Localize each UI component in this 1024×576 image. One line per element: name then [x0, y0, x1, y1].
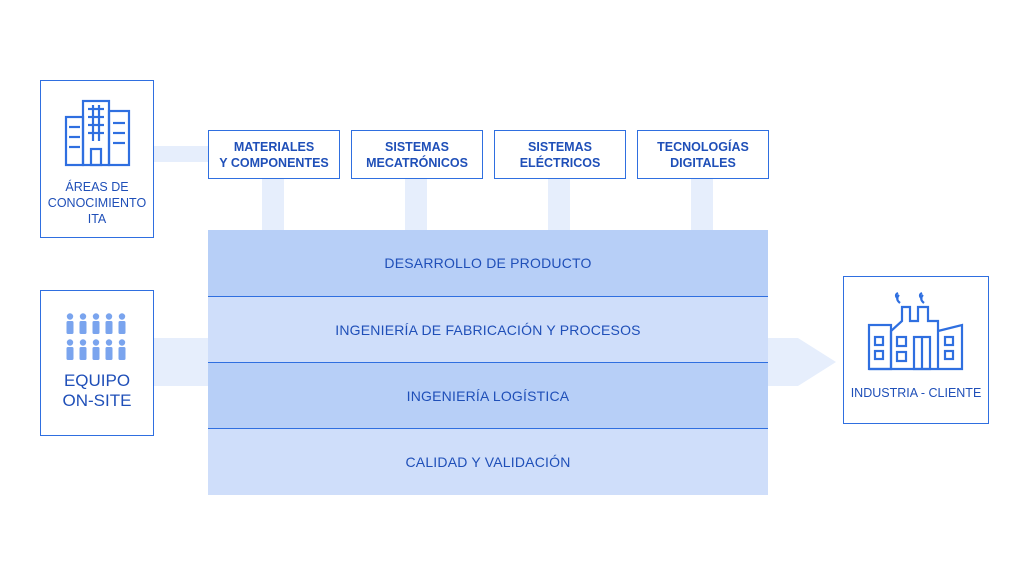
knowledge-area-materiales: MATERIALES Y COMPONENTES: [208, 130, 340, 179]
industria-cliente-label: INDUSTRIA - CLIENTE: [850, 386, 982, 400]
knowledge-area-electricos: SISTEMAS ELÉCTRICOS: [494, 130, 626, 179]
connector-knowledge-3: [548, 178, 570, 230]
layer-ingenieria-logistica: INGENIERÍA LOGÍSTICA: [208, 362, 768, 428]
buildings-icon: [64, 99, 131, 167]
industria-cliente-box: INDUSTRIA - CLIENTE: [843, 276, 989, 424]
equipo-on-site-label: EQUIPO ON-SITE: [62, 371, 132, 410]
connector-areas-to-knowledge: [153, 146, 209, 162]
knowledge-area-mecatronicos: SISTEMAS MECATRÓNICOS: [351, 130, 483, 179]
areas-conocimiento-label: ÁREAS DE CONOCIMIENTO ITA: [47, 180, 147, 226]
connector-knowledge-1: [262, 178, 284, 230]
equipo-on-site-box: EQUIPO ON-SITE: [40, 290, 154, 436]
knowledge-area-digitales: TECNOLOGÍAS DIGITALES: [637, 130, 769, 179]
layer-desarrollo-producto: DESARROLLO DE PRODUCTO: [208, 230, 768, 296]
connector-knowledge-2: [405, 178, 427, 230]
layer-ingenieria-fabricacion: INGENIERÍA DE FABRICACIÓN Y PROCESOS: [208, 296, 768, 362]
factory-icon: [867, 292, 964, 371]
areas-conocimiento-box: ÁREAS DE CONOCIMIENTO ITA: [40, 80, 154, 238]
layer-calidad-validacion: CALIDAD Y VALIDACIÓN: [208, 428, 768, 495]
connector-knowledge-4: [691, 178, 713, 230]
people-group-icon: [66, 313, 126, 360]
